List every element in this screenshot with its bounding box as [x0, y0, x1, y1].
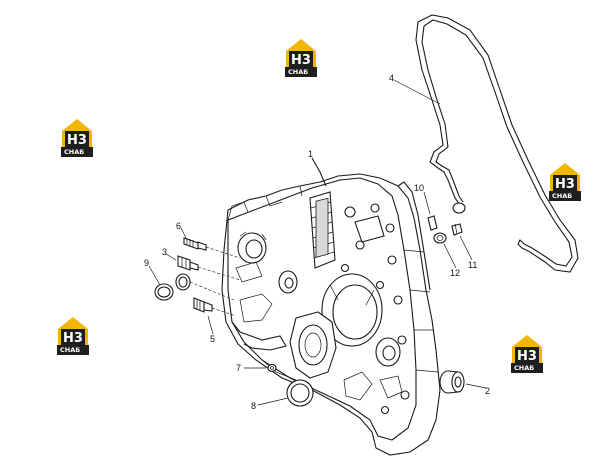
svg-text:H3: H3: [67, 133, 87, 148]
washer-7: [267, 363, 277, 373]
gear-housing: [221, 157, 441, 456]
callout-4: 4: [389, 73, 394, 83]
watermark-logo: H3 CHAБ: [57, 317, 89, 355]
svg-text:CHAБ: CHAБ: [552, 192, 572, 200]
oil-seal-2: [439, 370, 465, 394]
watermark-logo: H3 CHAБ: [511, 335, 543, 373]
callout-12: 12: [450, 268, 460, 278]
svg-text:CHAБ: CHAБ: [64, 148, 84, 156]
callout-5: 5: [210, 334, 215, 344]
crank-bore: [321, 273, 383, 347]
callout-10: 10: [414, 183, 424, 193]
callout-7: 7: [236, 363, 241, 373]
watermark-logo: H3 CHAБ: [549, 163, 581, 201]
svg-text:CHAБ: CHAБ: [514, 364, 534, 372]
callout-9: 9: [144, 258, 149, 268]
callout-8: 8: [251, 401, 256, 411]
oring-9: [154, 283, 174, 301]
bushing: [175, 273, 235, 301]
watermark-logo: H3 CHAБ: [285, 39, 317, 77]
cam-bore: [289, 311, 337, 379]
stud-6: [183, 237, 241, 259]
callout-6: 6: [176, 221, 181, 231]
plug-10: [427, 215, 438, 231]
callout-2: 2: [485, 386, 490, 396]
svg-text:H3: H3: [63, 331, 83, 346]
seal-8: [286, 379, 314, 407]
gasket: [415, 14, 579, 273]
svg-text:CHAБ: CHAБ: [60, 346, 80, 354]
svg-text:H3: H3: [555, 177, 575, 192]
svg-text:H3: H3: [291, 53, 311, 68]
plug-5: [193, 297, 237, 317]
fitting-11: [451, 223, 463, 236]
callout-3: 3: [162, 247, 167, 257]
svg-text:H3: H3: [517, 349, 537, 364]
ribbed-panel: [309, 191, 336, 269]
fitting-3: [177, 255, 241, 281]
callout-1: 1: [308, 149, 313, 159]
oring-12: [433, 232, 447, 244]
callout-11: 11: [468, 260, 477, 270]
leaders: [148, 79, 487, 406]
pump-bore: [237, 231, 267, 264]
watermark-logo: H3 CHAБ: [61, 119, 93, 157]
svg-text:CHAБ: CHAБ: [288, 68, 308, 76]
